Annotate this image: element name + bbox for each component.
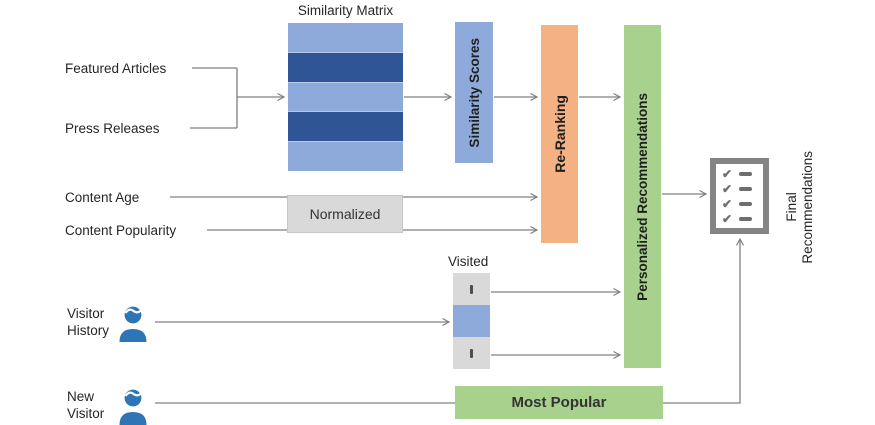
tick-mark-icon (470, 284, 473, 294)
matrix-stripe (288, 82, 403, 112)
list-dash-icon (739, 171, 753, 176)
matrix-stripe (288, 142, 403, 171)
new-visitor-line2: Visitor (67, 406, 105, 421)
matrix-stripe (288, 51, 403, 83)
final-recommendations-line1: Final (784, 192, 799, 223)
most-popular-label: Most Popular (511, 394, 607, 411)
list-dash-icon (739, 201, 753, 206)
tick-mark-icon (470, 348, 473, 358)
normalized-box: Normalized (287, 195, 403, 233)
visitor-history-line1: Visitor (67, 306, 105, 321)
visitor-history-line2: History (67, 323, 110, 338)
check-icon: ✔ (722, 211, 733, 226)
content-popularity-label: Content Popularity (65, 223, 177, 238)
similarity-matrix (288, 23, 403, 171)
new-visitor-line1: New (67, 389, 95, 404)
personalized-recommendations-label: Personalized Recommendations (635, 92, 650, 301)
new-visitor-label: New Visitor (67, 388, 104, 422)
checklist-row: ✔ (722, 168, 757, 180)
new-visitor-person-icon (119, 389, 147, 425)
normalized-label: Normalized (309, 206, 381, 222)
re-ranking-bar: Re-Ranking (541, 25, 578, 243)
visited-box (453, 273, 490, 369)
checklist-row: ✔ (722, 183, 757, 195)
visited-segment (453, 273, 490, 305)
check-icon: ✔ (722, 166, 733, 181)
list-dash-icon (739, 216, 753, 221)
similarity-matrix-title: Similarity Matrix (297, 3, 394, 18)
similarity-scores-bar: Similarity Scores (455, 22, 493, 163)
matrix-stripe (288, 111, 403, 143)
visited-segment (453, 337, 490, 369)
press-releases-label: Press Releases (65, 121, 160, 136)
most-popular-bar: Most Popular (455, 386, 663, 419)
final-recommendations-line2: Recommendations (800, 151, 815, 264)
check-icon: ✔ (722, 181, 733, 196)
visited-segment (453, 305, 490, 337)
checklist-row: ✔ (722, 213, 757, 225)
similarity-scores-label: Similarity Scores (466, 37, 482, 148)
visitor-history-label: Visitor History (67, 305, 109, 339)
checklist-row: ✔ (722, 198, 757, 210)
visitor-history-person-icon (119, 306, 147, 342)
list-dash-icon (739, 186, 753, 191)
featured-articles-label: Featured Articles (65, 61, 167, 76)
content-age-label: Content Age (65, 190, 140, 205)
visited-label: Visited (448, 254, 489, 269)
re-ranking-label: Re-Ranking (551, 95, 568, 173)
final-recommendations-label: Final Recommendations (768, 115, 832, 300)
matrix-stripe (288, 23, 403, 52)
new-visitor-to-final-arrow (155, 237, 745, 404)
check-icon: ✔ (722, 196, 733, 211)
checklist-icon: ✔ ✔ ✔ ✔ (710, 158, 769, 234)
personalized-recommendations-bar: Personalized Recommendations (624, 25, 661, 368)
